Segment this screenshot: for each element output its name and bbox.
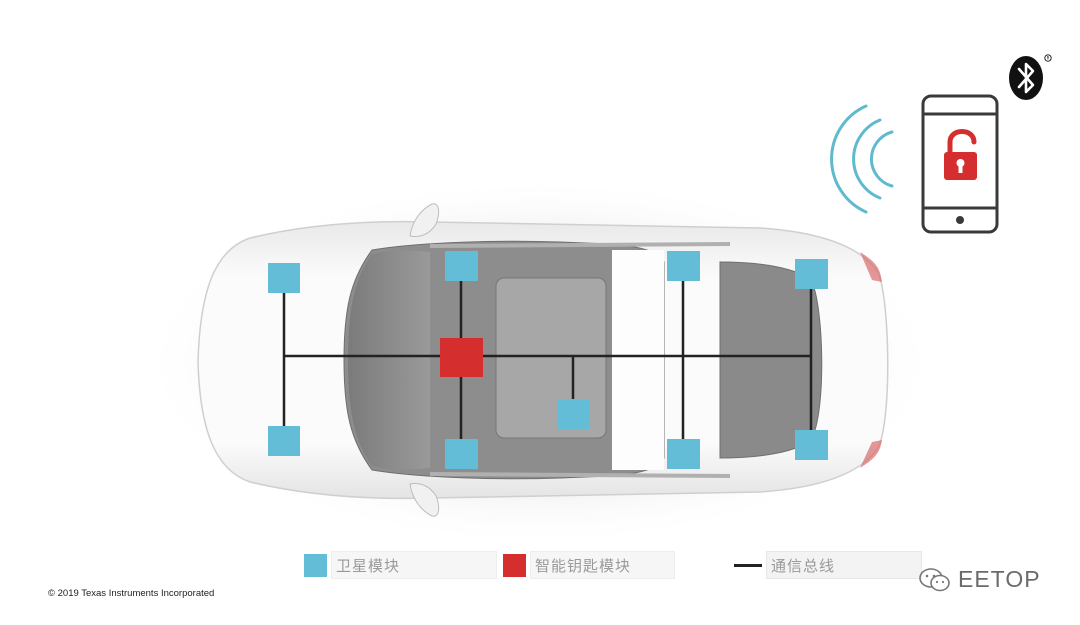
satellite-module	[268, 426, 300, 456]
wechat-icon	[919, 567, 950, 591]
satellite-module	[445, 251, 478, 281]
satellite-module	[667, 439, 700, 469]
smart-key-module	[440, 338, 483, 377]
watermark: EETOP	[918, 566, 1041, 593]
satellite-module	[445, 439, 478, 469]
satellite-module	[795, 430, 828, 460]
smart-key-label-text: 智能钥匙模块	[535, 556, 632, 575]
communication-bus	[282, 266, 813, 454]
legend-smart-key: 智能钥匙模块	[503, 551, 675, 579]
bus-label-text: 通信总线	[771, 556, 836, 575]
car-top-view	[197, 203, 889, 517]
satellite-modules	[268, 251, 828, 469]
watermark-text: EETOP	[958, 566, 1041, 592]
satellite-module	[268, 263, 300, 293]
bus-line-swatch	[734, 563, 762, 567]
bluetooth-icon: R	[1009, 54, 1052, 100]
legend-satellite: 卫星模块	[304, 551, 497, 579]
unlocked-padlock-icon	[944, 129, 977, 180]
legend-bus: 通信总线	[734, 551, 922, 579]
smart-key-swatch	[503, 553, 526, 577]
wireless-signal-icon	[830, 104, 894, 214]
svg-text:R: R	[1047, 56, 1050, 61]
copyright-text: © 2019 Texas Instruments Incorporated	[48, 588, 215, 599]
satellite-module	[557, 399, 590, 429]
legend-bus-label: 通信总线	[766, 551, 922, 579]
satellite-module	[667, 251, 700, 281]
satellite-label-text: 卫星模块	[336, 556, 401, 575]
satellite-module	[795, 259, 828, 289]
satellite-swatch	[304, 553, 327, 577]
legend-smart-key-label: 智能钥匙模块	[530, 551, 675, 579]
legend-satellite-label: 卫星模块	[331, 551, 497, 579]
